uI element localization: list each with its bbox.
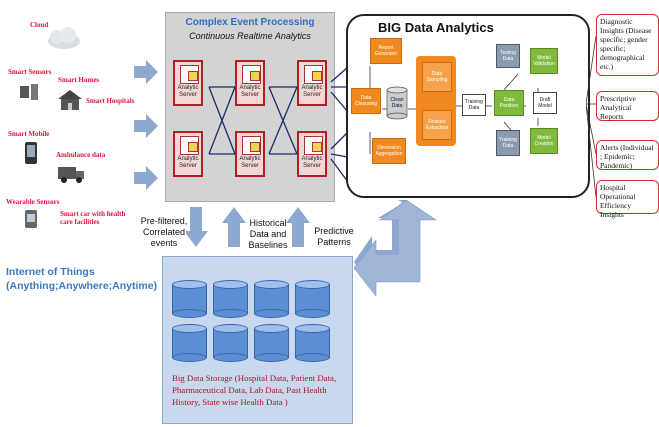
server-label: Server [241, 163, 259, 169]
model-validation-box: Model Validation [530, 48, 558, 74]
cloud-label: Cloud [30, 21, 49, 29]
prefiltered-label: Pre-filtered, Correlated events [140, 216, 188, 248]
wearable-sensors-label: Wearable Sensors [6, 198, 60, 206]
server-label: Server [241, 92, 259, 98]
server-label: Server [303, 163, 321, 169]
sensor-icon [20, 84, 38, 100]
historical-label: Historical Data and Baselines [248, 218, 288, 250]
wearable-icon [25, 210, 37, 228]
cep-subtitle: Continuous Realtime Analytics [189, 31, 311, 41]
cep-title: Complex Event Processing [185, 17, 315, 28]
data-cleansing-box: Data Cleansing [351, 88, 381, 114]
ambulance-label: Ambulance data [56, 151, 106, 159]
database-cylinder-icon [254, 324, 289, 362]
server-label: Analytic [177, 85, 199, 91]
cloud-icon [48, 27, 80, 49]
training-data-doc-2: Training Data [496, 130, 520, 156]
iot-title: Internet of Things (Anything;Anywhere;An… [6, 265, 157, 293]
mobile-icon [25, 142, 37, 164]
predictive-label: Predictive Patterns [314, 226, 354, 247]
feature-extraction-box: Feature Extraction [422, 110, 452, 140]
storage-to-analytics-arrow [353, 199, 437, 297]
report-generator-box: Report Generator [370, 38, 402, 64]
database-cylinder-icon [213, 280, 248, 318]
server-doc-icon [242, 65, 261, 84]
iot-title-line1: Internet of Things [6, 266, 95, 278]
server-label: Server [179, 92, 197, 98]
server-doc-icon [242, 136, 261, 155]
draft-model-doc: Draft Model [533, 92, 557, 114]
database-cylinder-icon [295, 280, 330, 318]
data-sampling-box: Data Sampling [422, 62, 452, 92]
smart-hospitals-label: Smart Hospitals [86, 97, 135, 105]
training-data-doc: Training Data [462, 94, 486, 116]
server-label: Analytic [239, 156, 261, 162]
server-doc-icon [180, 65, 199, 84]
testing-data-doc: Testing Data [496, 44, 520, 68]
database-cylinder-icon [254, 280, 289, 318]
database-cylinder-icon [172, 324, 207, 362]
data-partition-box: Data Partition [494, 90, 524, 116]
server-label: Server [179, 163, 197, 169]
model-creation-box: Model Creation [530, 128, 558, 154]
iot-title-line2: (Anything;Anywhere;Anytime) [6, 280, 158, 292]
smart-mobile-label: Smart Mobile [8, 130, 50, 138]
server-doc-icon [304, 136, 323, 155]
clean-data-label: Clean Data [390, 97, 404, 109]
prescriptive-reports-box: Prescriptive Analytical Reports [596, 91, 659, 121]
house-icon [58, 90, 82, 110]
operational-efficiency-box: Hospital Operational Efficiency Insights [596, 180, 659, 219]
insight-fan-lines [586, 35, 597, 198]
dimension-aggregation-box: Dimension Aggregation [372, 138, 406, 164]
smart-car-label: Smart car with health care facilities [60, 210, 126, 226]
diagnostic-insights-box: Diagnostic Insights (Disease specific; g… [596, 14, 659, 76]
server-label: Analytic [177, 156, 199, 162]
iot-to-cep-arrows [134, 60, 158, 190]
up-arrow-icon [286, 207, 310, 247]
server-doc-icon [304, 65, 323, 84]
server-label: Analytic [301, 85, 323, 91]
up-arrow-icon [222, 207, 246, 247]
smart-sensors-label: Smart Sensors [8, 68, 52, 76]
storage-description: Big Data Storage (Hospital Data, Patient… [172, 373, 337, 407]
down-arrow-icon [186, 207, 208, 247]
smart-homes-label: Smart Homes [58, 76, 100, 84]
database-cylinder-icon [172, 280, 207, 318]
alerts-box: Alerts (Individual ; Epidemic; Pandemic) [596, 140, 659, 170]
vertical-flow-arrows [186, 207, 310, 247]
ambulance-icon [58, 167, 84, 183]
server-label: Analytic [301, 156, 323, 162]
database-cylinder-icon [295, 324, 330, 362]
cep-network-lines [208, 66, 349, 183]
server-doc-icon [180, 136, 199, 155]
bda-title: BIG Data Analytics [378, 20, 494, 35]
server-label: Server [303, 92, 321, 98]
clean-data-cylinder [386, 86, 408, 120]
database-cylinder-icon [213, 324, 248, 362]
server-label: Analytic [239, 85, 261, 91]
